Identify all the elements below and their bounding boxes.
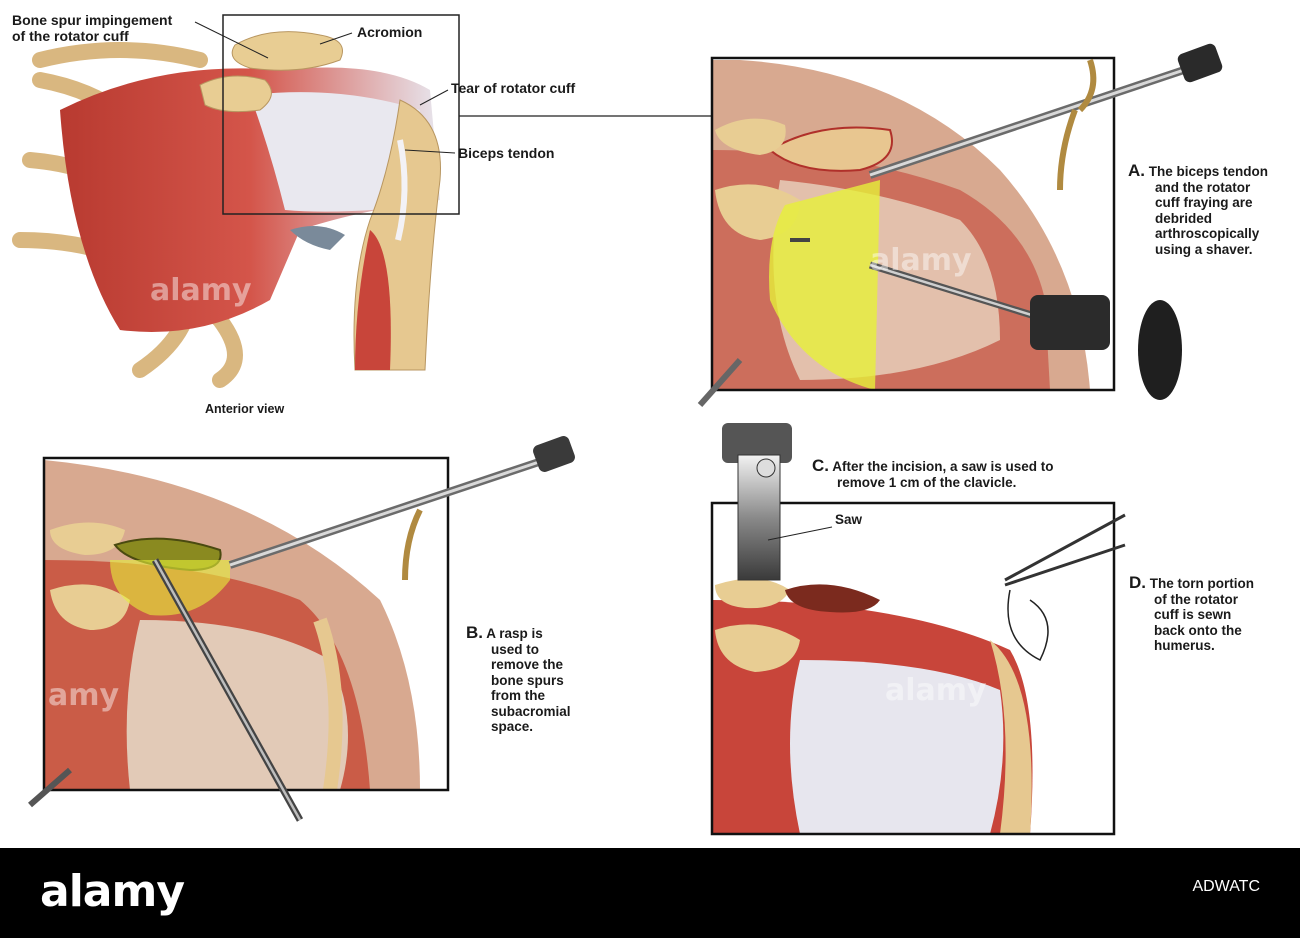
panel-c-caption: C. After the incision, a saw is used to … (812, 456, 1112, 490)
panel-d-letter: D. (1129, 573, 1146, 592)
biceps-tendon-label: Biceps tendon (458, 145, 555, 161)
panel-b-line: subacromial (491, 703, 571, 719)
panel-b-letter: B. (466, 623, 483, 642)
image-watermarks: alamy alamy amy alamy (48, 243, 987, 713)
watermark-footer: alamy ADWATC (0, 848, 1300, 938)
panel-d-line: of the rotator (1154, 591, 1238, 607)
panel-b-line: from the (491, 688, 545, 703)
panel-a-line: and the rotator (1155, 179, 1251, 195)
alamy-logo: alamy (40, 866, 185, 917)
panel-a-line: using a shaver. (1155, 241, 1253, 257)
panel-a-line: The biceps tendon (1148, 164, 1269, 179)
acromion-label: Acromion (357, 24, 423, 40)
panel-d-line: cuff is sewn (1154, 607, 1232, 622)
panel-b-illustration (28, 436, 575, 822)
svg-text:amy: amy (48, 678, 120, 713)
stock-id: ADWATC (1192, 878, 1260, 895)
focus-box (222, 14, 460, 215)
panel-d-line: The torn portion (1149, 576, 1254, 591)
panel-a-illustration (697, 43, 1223, 407)
panel-a-line: arthroscopically (1155, 226, 1260, 241)
panel-b-line: A rasp is (486, 626, 543, 641)
panel-a-caption: A. The biceps tendon and the rotator cuf… (1128, 161, 1298, 257)
saw-leader (767, 526, 833, 541)
panel-a-line: debrided (1155, 210, 1213, 226)
svg-text:alamy: alamy (150, 273, 252, 308)
panel-b-caption: B. A rasp is used to remove the bone spu… (466, 623, 606, 735)
panel-b-line: bone spurs (491, 672, 564, 688)
panel-d-illustration (710, 423, 1126, 836)
illustration-canvas: alamy alamy amy alamy (12, 14, 1223, 836)
anterior-view-caption: Anterior view (205, 402, 285, 416)
panel-d-caption: D. The torn portion of the rotator cuff … (1129, 573, 1294, 654)
saw-label: Saw (835, 512, 863, 527)
panel-d-line: humerus. (1154, 638, 1215, 653)
svg-text:alamy: alamy (885, 673, 987, 708)
panel-a-line: cuff fraying are (1155, 195, 1253, 210)
panel-c-letter: C. (812, 456, 829, 475)
svg-text:alamy: alamy (870, 243, 972, 278)
panel-c-line: remove 1 cm of the clavicle. (837, 474, 1017, 490)
panel-c-line: After the incision, a saw is used to (832, 459, 1054, 474)
anterior-view-illustration (12, 14, 712, 388)
tear-label: Tear of rotator cuff (451, 80, 576, 96)
panel-b-line: space. (491, 719, 534, 734)
panel-b-line: used to (491, 641, 540, 657)
bone-spur-label: Bone spur impingement of the rotator cuf… (12, 12, 173, 44)
panel-a-letter: A. (1128, 161, 1145, 180)
panel-d-line: back onto the (1154, 622, 1242, 638)
panel-b-line: remove the (491, 657, 564, 672)
